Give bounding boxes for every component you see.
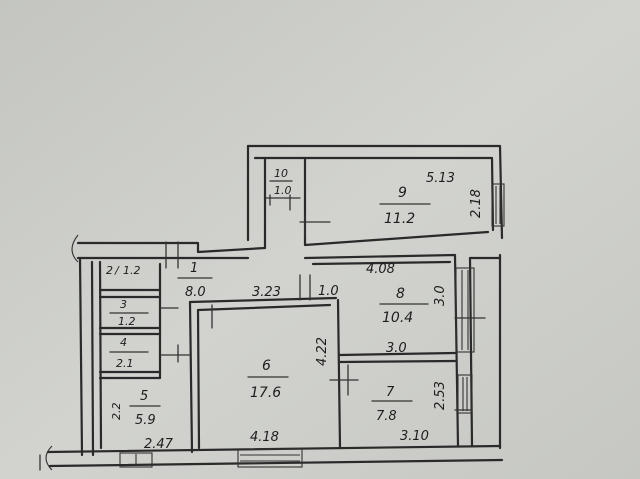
room-7-number: 7: [386, 385, 395, 400]
room-4-number: 4: [120, 336, 127, 349]
room-5-label: 5 5.9: [129, 389, 161, 428]
dim-room-7-width-bottom: 3.10: [400, 429, 429, 444]
room-2-area: 1.2: [123, 264, 141, 277]
room-10-number: 10: [274, 167, 288, 180]
dim-room-6-depth: 4.22: [315, 337, 330, 366]
dim-room-1-width: 3.23: [252, 285, 281, 300]
room-3-label: 3 1.2: [109, 298, 149, 328]
room-2-label: 2 / 1.2: [106, 264, 141, 277]
room-1-number: 1: [190, 261, 198, 276]
room-2-number: 2: [106, 264, 113, 277]
room-8-number: 8: [396, 286, 405, 302]
wall-break-mark-bottom: [45, 445, 53, 471]
windows: [45, 183, 505, 471]
room-9-number: 9: [398, 185, 407, 201]
window-room-7: [457, 374, 473, 414]
svg-text:/: /: [114, 264, 120, 277]
room-1-area: 8.0: [185, 285, 206, 300]
room-8-label: 8 10.4: [379, 286, 429, 326]
dim-room-5-width: 2.47: [144, 437, 174, 452]
room-6-area: 17.6: [250, 385, 281, 401]
wall-break-mark-top: [71, 234, 79, 263]
room-5-area: 5.9: [135, 413, 156, 428]
room-1-label: 1 8.0: [177, 261, 213, 300]
room-4-label: 4 2.1: [109, 336, 149, 370]
room-6-number: 6: [262, 358, 271, 374]
window-room-9: [491, 183, 505, 227]
room-10-area: 1.0: [274, 184, 292, 197]
detail-lines: [39, 194, 486, 471]
dim-room-7-depth: 2.53: [433, 381, 448, 410]
room-3-area: 1.2: [118, 315, 136, 328]
room-7-area: 7.8: [376, 409, 397, 424]
dim-room-1-depth: 1.0: [318, 284, 339, 299]
dim-room-6-width: 4.18: [250, 430, 279, 445]
dim-room-9-depth: 2.18: [469, 189, 484, 218]
room-9-label: 9 11.2: [379, 185, 431, 227]
room-7-label: 7 7.8: [371, 385, 413, 424]
room-9-area: 11.2: [384, 211, 415, 227]
room-3-number: 3: [120, 298, 127, 311]
room-10-label: 10 1.0: [269, 167, 293, 197]
room-8-area: 10.4: [382, 310, 413, 326]
room-4-area: 2.1: [116, 357, 134, 370]
window-room-5: [119, 452, 153, 468]
dim-room-9-width: 5.13: [426, 171, 455, 186]
dimension-labels: 5.13 2.18 4.08 3.0 3.23 1.0 4.22 4.18 3.…: [110, 171, 484, 452]
room-6-label: 6 17.6: [247, 358, 289, 401]
dim-room-8-depth: 3.0: [433, 285, 448, 306]
dim-room-8-width: 4.08: [366, 262, 395, 277]
window-room-6: [237, 448, 303, 468]
room-5-number: 5: [140, 389, 148, 404]
dim-room-7-width-top: 3.0: [386, 341, 407, 356]
window-room-8: [455, 267, 475, 353]
dim-room-5-depth: 2.2: [110, 403, 123, 421]
room-labels: 10 1.0 9 11.2 1 8.0 2 / 1.2 3 1.2 4 2.1: [106, 167, 431, 428]
